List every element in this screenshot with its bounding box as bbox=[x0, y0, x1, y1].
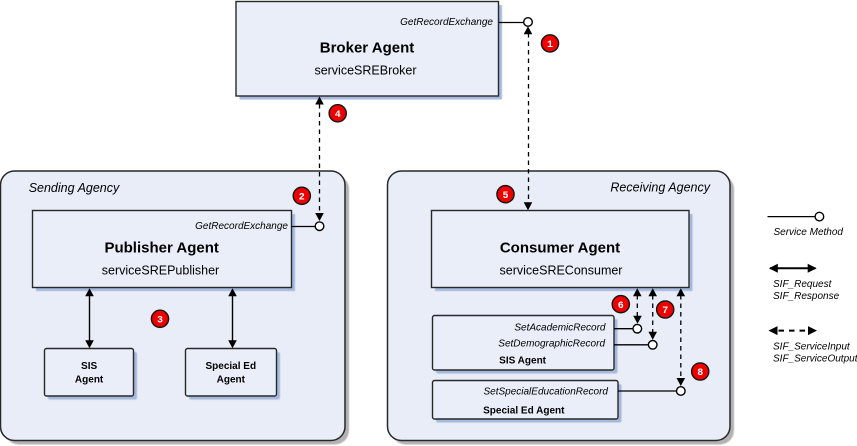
svg-text:Publisher Agent: Publisher Agent bbox=[104, 239, 218, 256]
svg-text:6: 6 bbox=[618, 301, 624, 312]
svg-text:serviceSREConsumer: serviceSREConsumer bbox=[500, 264, 623, 278]
svg-text:4: 4 bbox=[335, 110, 341, 121]
svg-text:Consumer Agent: Consumer Agent bbox=[500, 240, 620, 257]
svg-text:Agent: Agent bbox=[75, 375, 104, 386]
svg-text:Special Ed: Special Ed bbox=[206, 361, 257, 372]
svg-text:GetRecordExchange: GetRecordExchange bbox=[400, 17, 493, 28]
svg-text:serviceSREPublisher: serviceSREPublisher bbox=[102, 264, 219, 278]
svg-text:3: 3 bbox=[157, 315, 163, 326]
svg-text:Broker Agent: Broker Agent bbox=[320, 40, 414, 57]
svg-text:2: 2 bbox=[299, 192, 305, 203]
svg-text:Sending Agency: Sending Agency bbox=[29, 181, 120, 195]
svg-text:SIF_ServiceInput: SIF_ServiceInput bbox=[773, 342, 851, 353]
svg-text:serviceSREBroker: serviceSREBroker bbox=[314, 64, 416, 78]
svg-text:SIF_Response: SIF_Response bbox=[773, 291, 840, 302]
svg-text:SIF_Request: SIF_Request bbox=[773, 279, 833, 290]
svg-text:Receiving Agency: Receiving Agency bbox=[610, 180, 710, 194]
svg-text:SIS Agent: SIS Agent bbox=[499, 355, 547, 366]
svg-text:Agent: Agent bbox=[217, 375, 246, 386]
svg-text:Special Ed Agent: Special Ed Agent bbox=[483, 406, 565, 417]
svg-text:Service Method: Service Method bbox=[774, 227, 844, 238]
svg-text:1: 1 bbox=[547, 40, 553, 51]
svg-text:SIF_ServiceOutput: SIF_ServiceOutput bbox=[773, 353, 857, 364]
svg-text:8: 8 bbox=[697, 368, 703, 379]
svg-text:SetDemographicRecord: SetDemographicRecord bbox=[498, 339, 605, 350]
svg-text:GetRecordExchange: GetRecordExchange bbox=[195, 221, 288, 232]
svg-text:5: 5 bbox=[502, 191, 508, 202]
svg-text:7: 7 bbox=[662, 306, 668, 317]
svg-text:SetAcademicRecord: SetAcademicRecord bbox=[514, 323, 606, 334]
svg-text:SIS: SIS bbox=[81, 361, 97, 372]
svg-text:SetSpecialEducationRecord: SetSpecialEducationRecord bbox=[483, 387, 608, 398]
